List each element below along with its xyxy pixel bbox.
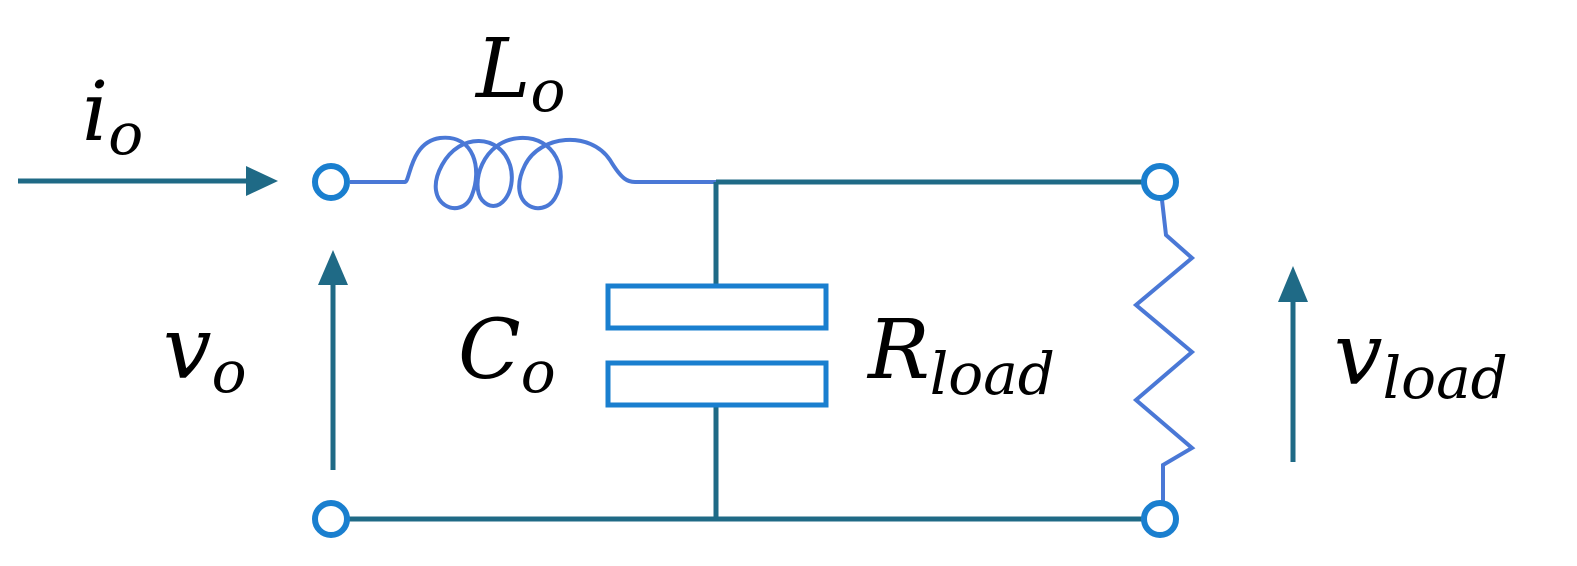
label-vo: vo — [163, 299, 247, 406]
inductor-lo — [350, 135, 718, 211]
label-rload: Rload — [866, 303, 1055, 408]
input-current-arrow — [18, 166, 278, 196]
capacitor-co — [605, 283, 829, 408]
terminal-top-right — [1141, 163, 1179, 201]
label-lo: Lo — [474, 22, 565, 125]
terminal-bottom-left — [312, 500, 350, 538]
load-voltage-arrow — [1278, 266, 1308, 462]
label-co: Co — [458, 303, 556, 406]
label-vload: vload — [1334, 305, 1508, 412]
output-voltage-arrow — [318, 250, 348, 470]
terminal-top-left — [312, 163, 350, 201]
resistor-rload — [1132, 199, 1196, 503]
terminal-bottom-right — [1141, 500, 1179, 538]
label-io: io — [82, 65, 143, 168]
